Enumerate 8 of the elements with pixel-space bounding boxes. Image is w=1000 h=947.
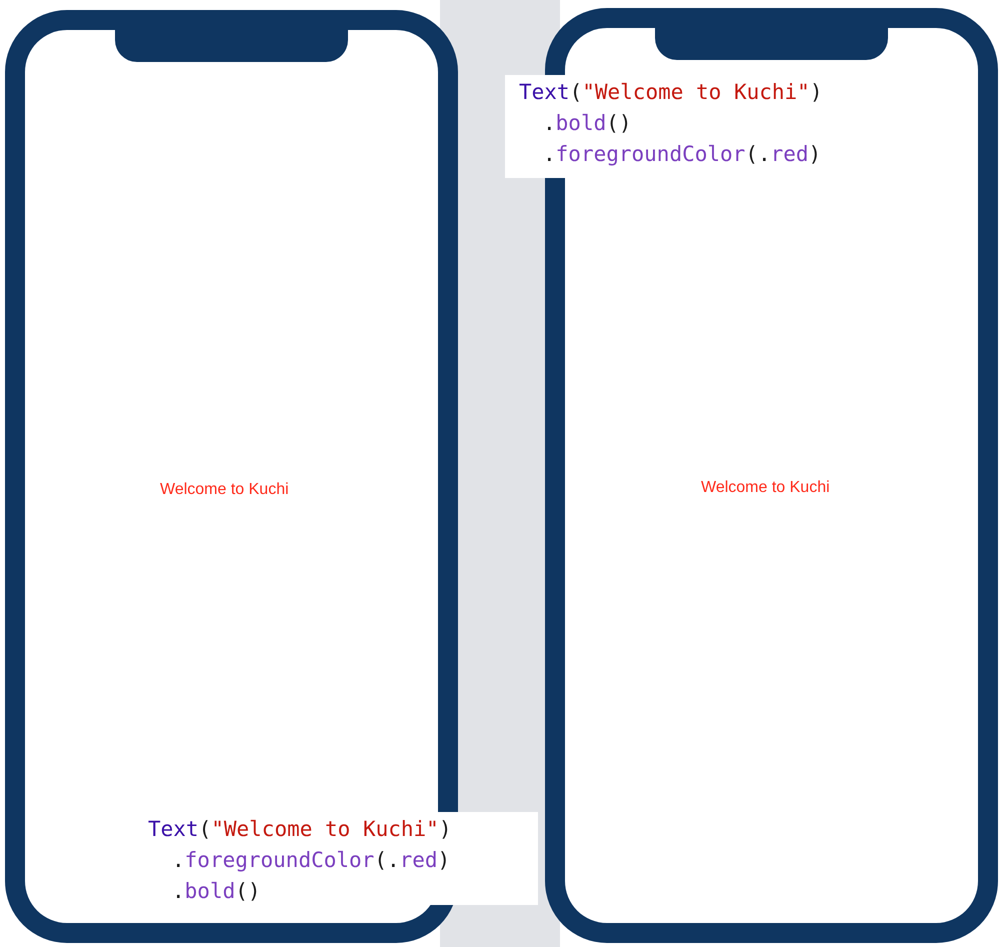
code-line: Text("Welcome to Kuchi"): [148, 816, 452, 843]
code-line: .foregroundColor(.red): [171, 847, 450, 874]
code-line: .bold(): [171, 878, 261, 905]
screen-text: Welcome to Kuchi: [701, 479, 830, 497]
code-line: Text("Welcome to Kuchi"): [519, 79, 822, 106]
code-line: .bold(): [542, 110, 632, 137]
screen-text: Welcome to Kuchi: [160, 481, 289, 499]
code-line: .foregroundColor(.red): [542, 141, 822, 168]
